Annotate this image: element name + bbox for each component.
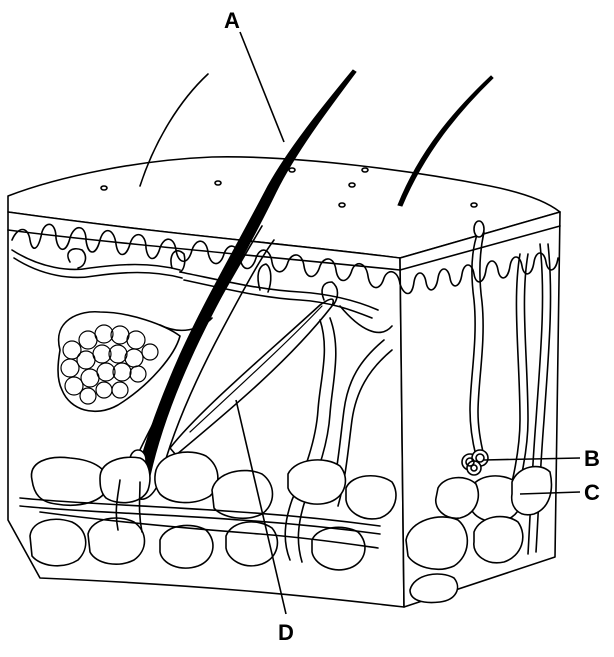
fat-cell	[100, 457, 150, 502]
fat-cell	[88, 518, 145, 564]
leader-a	[240, 32, 284, 142]
label-c: C	[584, 480, 600, 505]
fat-cell	[160, 525, 213, 568]
fat-cell	[406, 517, 467, 569]
fat-cell	[346, 476, 396, 519]
fat-cell	[288, 460, 345, 504]
fat-cell	[31, 457, 108, 505]
fat-cell	[30, 519, 86, 565]
fat-cell	[312, 527, 365, 569]
fat-cell	[474, 517, 523, 563]
fat-cell	[436, 478, 479, 519]
sweat-duct-opening	[474, 221, 484, 237]
label-a: A	[224, 8, 240, 33]
fat-cell	[155, 452, 218, 503]
label-b: B	[584, 446, 600, 471]
label-d: D	[278, 620, 294, 645]
